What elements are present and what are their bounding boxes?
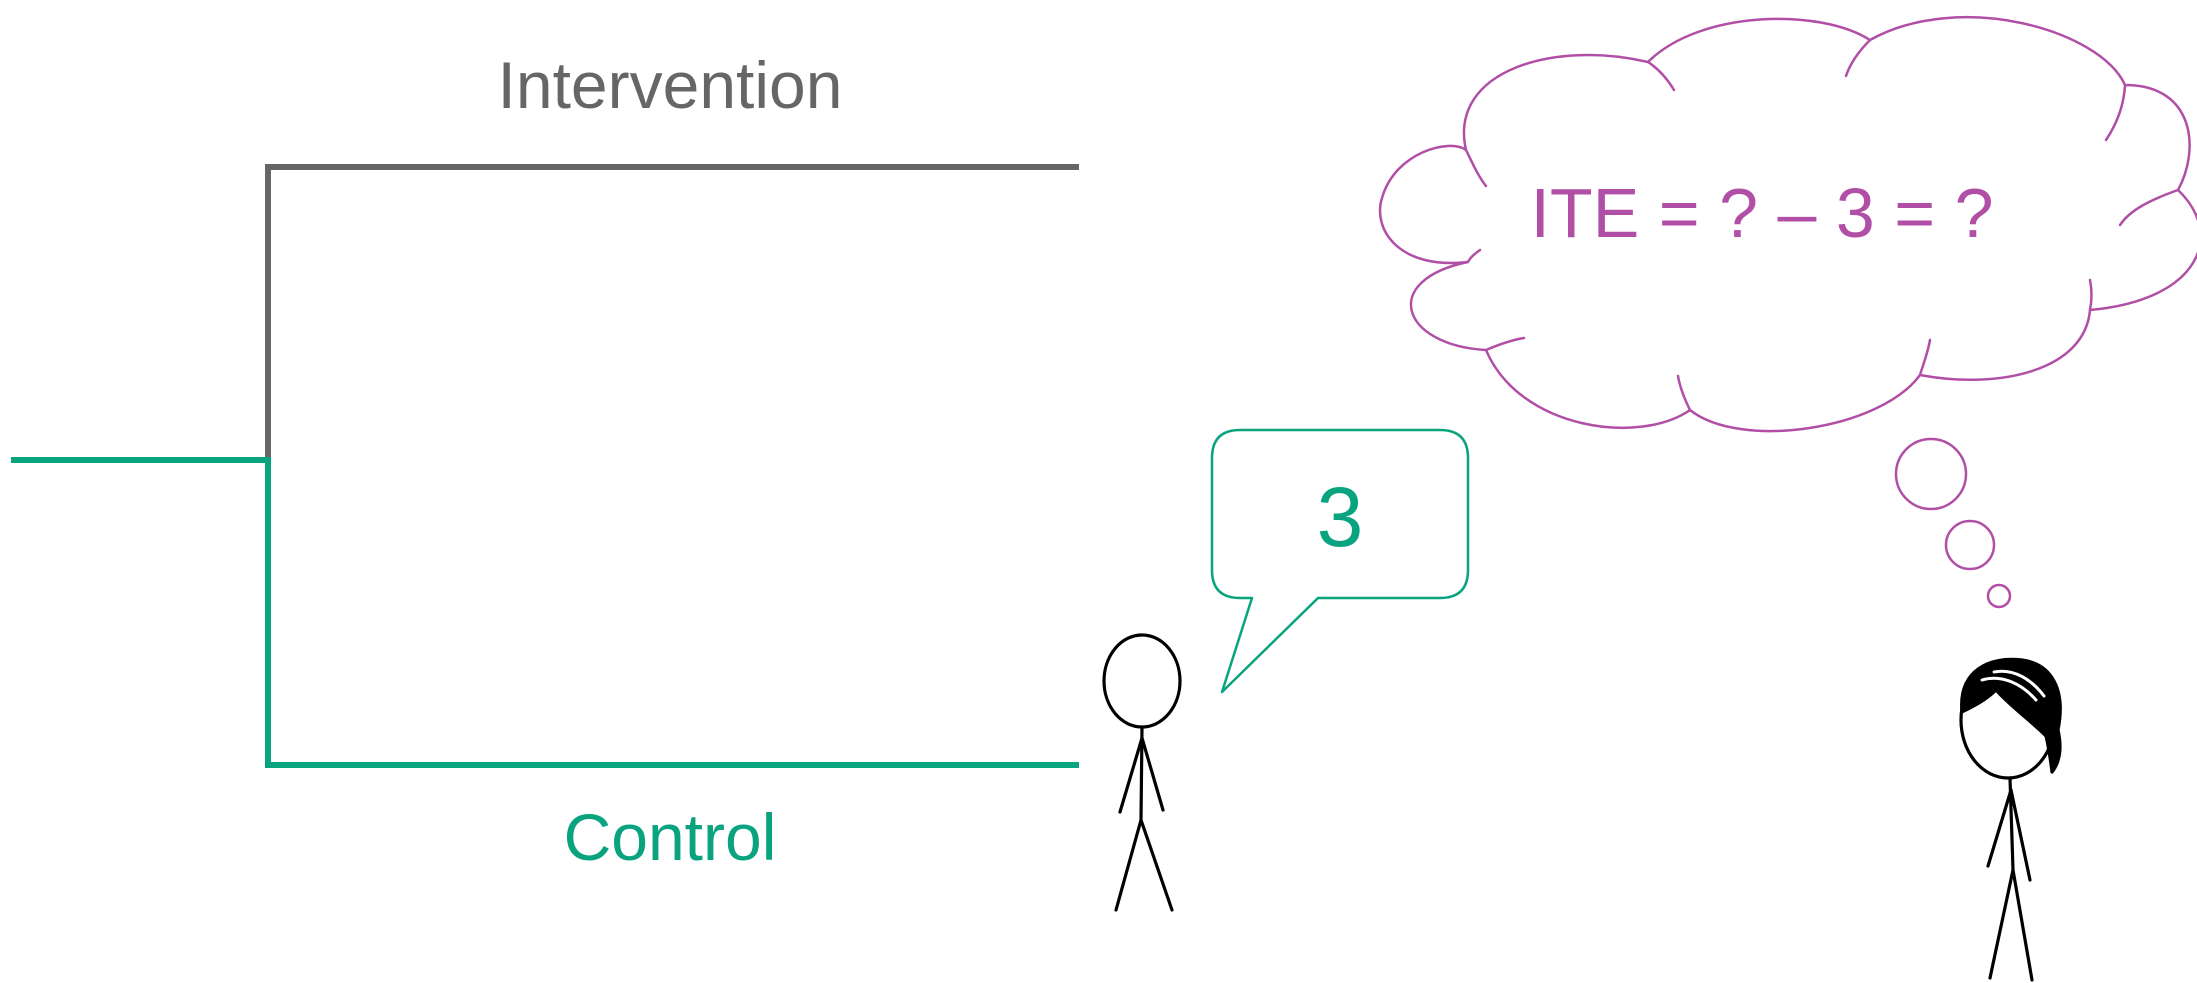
- thought-bubble-text: ITE = ? – 3 = ?: [1530, 174, 1993, 252]
- stick-figure-right-arms: [1986, 788, 2032, 882]
- speech-bubble-outline: [1210, 428, 1470, 694]
- thought-dot-small: [1986, 583, 2012, 609]
- intervention-label: Intervention: [498, 48, 843, 122]
- control-label: Control: [564, 800, 777, 874]
- intervention-branch-line: [265, 164, 1079, 463]
- speech-bubble-text: 3: [1317, 470, 1364, 564]
- stick-figure-left-legs: [1114, 818, 1174, 912]
- thought-bubble: ITE = ? – 3 = ?: [1378, 15, 2197, 609]
- thought-dot-large: [1894, 437, 1968, 511]
- stick-figure-right-hair-strands: [1980, 669, 2046, 702]
- stick-figure-left: [1102, 633, 1182, 912]
- thought-cloud-creases: [1464, 38, 2180, 412]
- thought-dot-medium: [1944, 519, 1996, 571]
- control-branch-line: [11, 457, 1079, 768]
- stick-figure-right-legs: [1988, 868, 2034, 982]
- thought-cloud-outline: [1378, 15, 2197, 433]
- stick-figure-left-head: [1102, 633, 1182, 729]
- speech-bubble: 3: [1210, 428, 1470, 694]
- branch-tree: [11, 164, 1079, 768]
- stick-figure-right: [1959, 657, 2062, 982]
- stick-figure-left-arms: [1118, 736, 1165, 814]
